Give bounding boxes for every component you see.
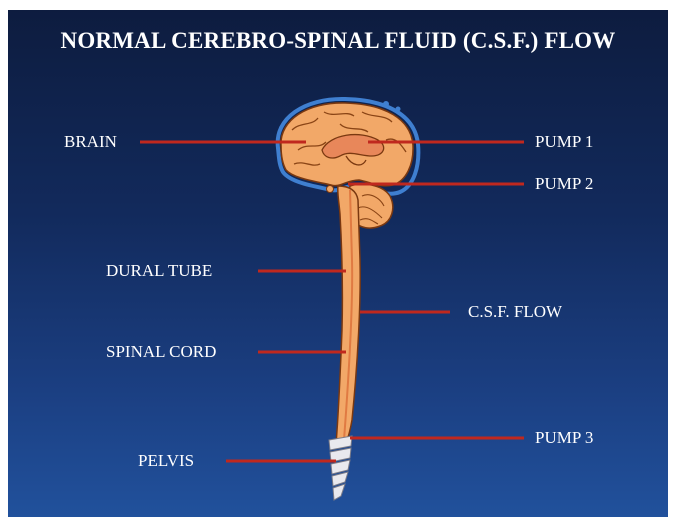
label-spinal-cord: SPINAL CORD: [106, 342, 216, 362]
label-pump-1: PUMP 1: [535, 132, 593, 152]
granulation: [396, 107, 401, 112]
label-dural-tube: DURAL TUBE: [106, 261, 212, 281]
label-pelvis: PELVIS: [138, 451, 194, 471]
dural-tube: [336, 186, 360, 444]
label-brain: BRAIN: [64, 132, 117, 152]
label-pump-3: PUMP 3: [535, 428, 593, 448]
sacrum: [329, 436, 352, 500]
label-csf-flow: C.S.F. FLOW: [468, 302, 562, 322]
pituitary: [327, 186, 334, 193]
granulation: [383, 101, 389, 107]
page-title: NORMAL CEREBRO-SPINAL FLUID (C.S.F.) FLO…: [8, 28, 668, 54]
label-pump-2: PUMP 2: [535, 174, 593, 194]
